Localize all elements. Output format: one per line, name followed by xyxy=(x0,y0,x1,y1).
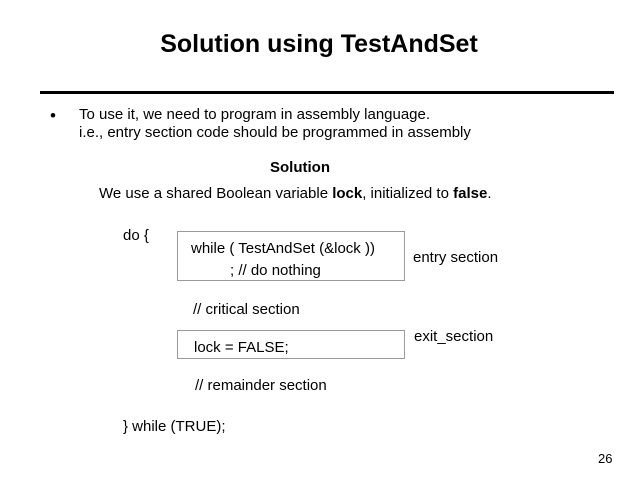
description-false-keyword: false xyxy=(453,185,488,202)
bullet-marker: • xyxy=(50,106,56,125)
entry-section-box xyxy=(177,231,405,281)
description-prefix: We use a shared Boolean variable xyxy=(99,185,333,202)
page-number: 26 xyxy=(598,451,613,466)
bullet-text-line-1: To use it, we need to program in assembl… xyxy=(79,106,431,123)
description-text: We use a shared Boolean variable lock, i… xyxy=(99,185,491,203)
code-while-close: } while (TRUE); xyxy=(123,418,226,435)
solution-heading: Solution xyxy=(270,159,330,176)
bullet-text-line-2: i.e., entry section code should be progr… xyxy=(79,124,471,141)
critical-section-comment: // critical section xyxy=(193,301,300,318)
entry-section-label: entry section xyxy=(413,249,499,266)
description-lock-keyword: lock xyxy=(332,185,363,202)
exit-section-box xyxy=(177,330,405,359)
exit-code-line: lock = FALSE; xyxy=(194,339,289,356)
remainder-section-comment: // remainder section xyxy=(195,377,327,394)
code-do-open: do { xyxy=(123,227,149,244)
description-middle: , initialized to xyxy=(362,185,454,202)
exit-section-label: exit_section xyxy=(414,328,494,345)
description-end: . xyxy=(487,185,492,202)
title-divider xyxy=(40,91,614,94)
slide-title: Solution using TestAndSet xyxy=(160,30,478,58)
entry-code-line-1: while ( TestAndSet (&lock )) xyxy=(191,240,375,257)
entry-code-line-2: ; // do nothing xyxy=(230,262,321,279)
